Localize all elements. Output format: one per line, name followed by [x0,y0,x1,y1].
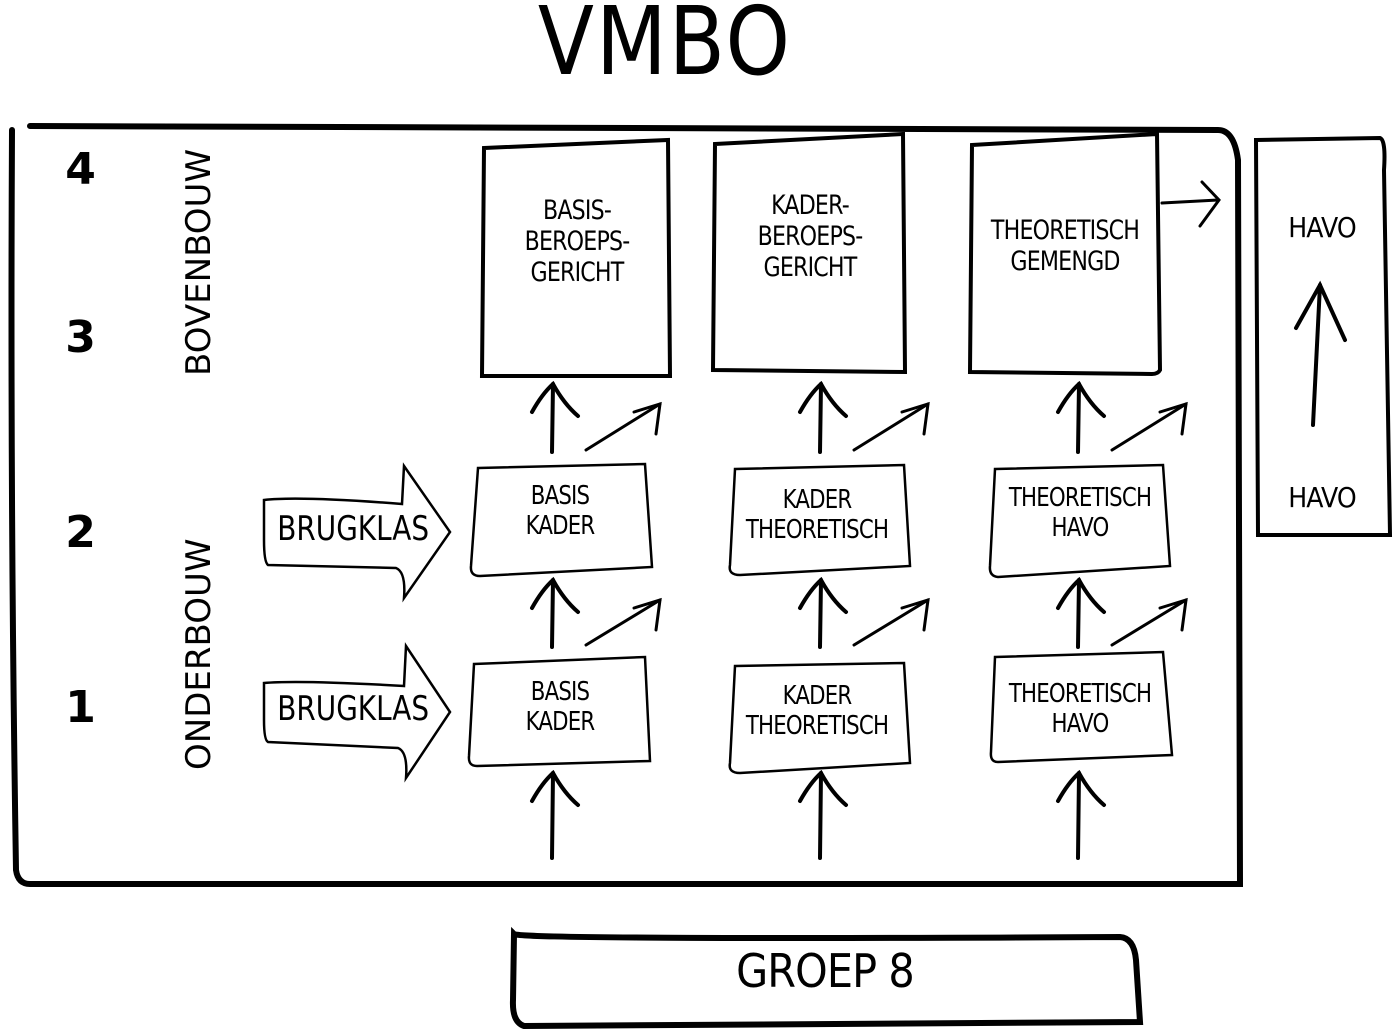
brugklas-label-1: BRUGKLAS [277,689,430,729]
diagonal-arrow-head [632,401,662,436]
groep8-label: GROEP 8 [736,944,915,998]
y2-kader-theoretisch: KADER THEORETISCH [745,485,889,545]
track-basis-beroepsgericht: BASIS- BEROEPS- GERICHT [524,195,631,289]
arrow-to-havo [1160,180,1221,228]
upper-box-basis [479,137,673,378]
vmbo-frame [8,123,1244,887]
year-label-1: 1 [65,682,96,733]
track-theoretisch-gemengd: THEORETISCH GEMENGD [990,215,1140,278]
up-arrow-shaft [1076,578,1081,649]
diagram-title: VMBO [537,0,793,98]
diagonal-arrow-head [1158,401,1188,436]
up-arrow-shaft [550,771,555,860]
havo-box [1253,135,1393,537]
up-arrow-shaft [818,382,823,454]
up-arrow-head [530,769,580,807]
progression-arrows [530,380,1188,860]
up-arrow-shaft [550,382,555,454]
up-arrow-head [798,769,848,807]
y1-basis-kader: BASIS KADER [525,677,596,737]
y2-box-basis [469,462,654,578]
diagonal-arrow-shaft [852,598,930,647]
y1-kader-theoretisch: KADER THEORETISCH [745,681,889,741]
year-label-2: 2 [65,507,96,558]
up-arrow-head [1056,769,1106,807]
y1-theoretisch-havo: THEORETISCH HAVO [1008,679,1152,739]
upper-box-kader [710,131,908,375]
phase-label-bovenbouw: BOVENBOUW [179,148,219,376]
y2-theoretisch-havo: THEORETISCH HAVO [1008,483,1152,543]
up-arrow-head [798,380,848,418]
up-arrow-shaft [1076,771,1081,860]
up-arrow-head [1056,576,1106,614]
groep8-box [509,927,1144,1030]
y2-basis-kader: BASIS KADER [525,481,596,541]
y2-box-theoretisch [988,463,1172,579]
up-arrow-head [530,576,580,614]
diagonal-arrow-shaft [584,598,662,647]
diagonal-arrow-head [632,597,662,632]
diagonal-arrow-shaft [1110,598,1188,647]
brugklas-arrow-1 [262,642,452,783]
up-arrow-shaft [818,578,823,649]
havo-top-label: HAVO [1288,211,1357,244]
diagonal-arrow-head [900,597,930,632]
year-label-3: 3 [65,312,96,363]
brugklas-label-2: BRUGKLAS [277,509,430,549]
track-kader-beroepsgericht: KADER- BEROEPS- GERICHT [757,190,864,284]
diagonal-arrow-head [900,401,930,436]
y1-box-basis [467,655,652,768]
up-arrow-head [530,380,580,418]
up-arrow-head [798,576,848,614]
havo-bottom-label: HAVO [1288,481,1357,514]
year-label-4: 4 [65,144,96,195]
diagonal-arrow-shaft [584,402,662,452]
y2-box-kader [728,463,912,577]
havo-up-arrow [1294,280,1347,427]
up-arrow-shaft [818,771,823,860]
y1-box-theoretisch [989,650,1174,764]
up-arrow-shaft [1076,382,1081,454]
diagonal-arrow-shaft [1110,402,1188,452]
up-arrow-head [1056,380,1106,418]
diagonal-arrow-shaft [852,402,930,452]
y1-box-kader [728,661,912,775]
brugklas-arrow-2 [262,462,452,603]
diagonal-arrow-head [1158,597,1188,632]
phase-label-onderbouw: ONDERBOUW [179,538,219,770]
upper-box-theoretisch [967,131,1163,377]
up-arrow-shaft [550,578,555,649]
